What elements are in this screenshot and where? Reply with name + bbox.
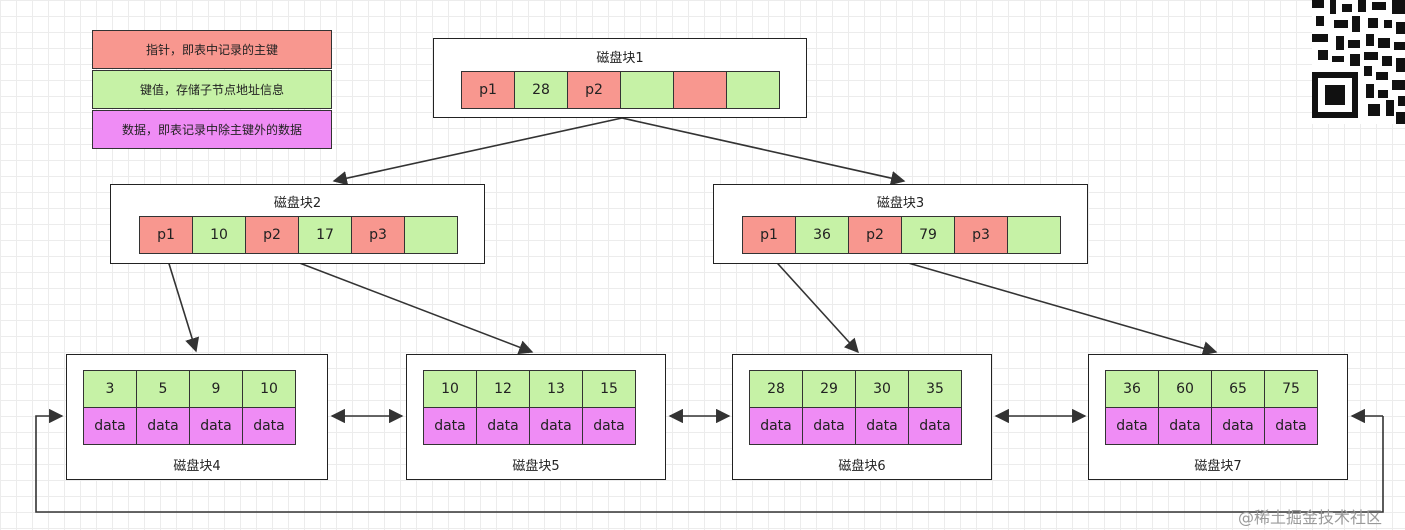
arrow-b3-to-b7	[876, 253, 1218, 356]
b6-key-3: 30	[855, 370, 909, 408]
disk-block-3: 磁盘块3 p1 36 p2 79 p3	[713, 184, 1088, 264]
b3-key-1: 36	[795, 216, 849, 254]
b3-pointer-3: p3	[954, 216, 1008, 254]
disk-block-6: 28 29 30 35 data data data data 磁盘块6	[732, 354, 992, 480]
b7-key-4: 75	[1264, 370, 1318, 408]
arrow-b2-to-b4	[165, 253, 200, 353]
b7-data-1: data	[1105, 407, 1159, 445]
b7-data-3: data	[1211, 407, 1265, 445]
legend-key-text: 键值，存储子节点地址信息	[139, 83, 284, 97]
disk-block-7-title: 磁盘块7	[1194, 459, 1242, 474]
b3-pointer-1: p1	[742, 216, 796, 254]
b4-key-4: 10	[242, 370, 296, 408]
b7-key-3: 65	[1211, 370, 1265, 408]
disk-block-7: 36 60 65 75 data data data data 磁盘块7	[1088, 354, 1348, 480]
b2-key-2: 17	[298, 216, 352, 254]
b2-pointer-2: p2	[245, 216, 299, 254]
b5-data-2: data	[476, 407, 530, 445]
b4-data-4: data	[242, 407, 296, 445]
b7-key-1: 36	[1105, 370, 1159, 408]
disk-block-3-title: 磁盘块3	[876, 196, 925, 211]
b1-pointer-3	[673, 71, 727, 109]
b4-key-2: 5	[136, 370, 190, 408]
b1-pointer-2: p2	[567, 71, 621, 109]
b6-data-3: data	[855, 407, 909, 445]
disk-block-4-title: 磁盘块4	[173, 459, 221, 474]
b4-key-3: 9	[189, 370, 243, 408]
b6-key-2: 29	[802, 370, 856, 408]
arrow-b1-to-b2	[332, 117, 623, 186]
disk-block-4: 3 5 9 10 data data data data 磁盘块4	[66, 354, 328, 480]
disk-block-5-data: data data data data	[423, 407, 636, 445]
legend-key: 键值，存储子节点地址信息	[92, 70, 332, 109]
b5-key-1: 10	[423, 370, 477, 408]
b6-key-4: 35	[908, 370, 962, 408]
b7-data-4: data	[1264, 407, 1318, 445]
disk-block-5-title: 磁盘块5	[512, 459, 560, 474]
legend-data: 数据，即表记录中除主键外的数据	[92, 110, 332, 149]
b6-data-2: data	[802, 407, 856, 445]
b3-key-2: 79	[901, 216, 955, 254]
b2-key-1: 10	[192, 216, 246, 254]
b5-data-3: data	[529, 407, 583, 445]
disk-block-7-data: data data data data	[1105, 407, 1318, 445]
link-b7-to-b4-loop	[35, 408, 1384, 513]
b7-data-2: data	[1158, 407, 1212, 445]
b5-data-1: data	[423, 407, 477, 445]
b2-pointer-3: p3	[351, 216, 405, 254]
disk-block-4-data: data data data data	[83, 407, 296, 445]
qr-code-icon	[1312, 0, 1405, 124]
legend-data-text: 数据，即表记录中除主键外的数据	[121, 123, 302, 137]
b4-data-1: data	[83, 407, 137, 445]
disk-block-5: 10 12 13 15 data data data data 磁盘块5	[406, 354, 666, 480]
disk-block-4-keys: 3 5 9 10	[83, 370, 296, 408]
b5-key-4: 15	[582, 370, 636, 408]
b4-data-2: data	[136, 407, 190, 445]
disk-block-2: 磁盘块2 p1 10 p2 17 p3	[110, 184, 485, 264]
b1-key-2	[620, 71, 674, 109]
b1-pointer-1: p1	[461, 71, 515, 109]
legend-pointer: 指针，即表中记录的主键	[92, 30, 332, 69]
b5-data-4: data	[582, 407, 636, 445]
b4-key-1: 3	[83, 370, 137, 408]
b3-pointer-2: p2	[848, 216, 902, 254]
b5-key-3: 13	[529, 370, 583, 408]
disk-block-7-keys: 36 60 65 75	[1105, 370, 1318, 408]
disk-block-6-keys: 28 29 30 35	[749, 370, 962, 408]
disk-block-1: 磁盘块1 p1 28 p2	[433, 38, 807, 118]
b4-data-3: data	[189, 407, 243, 445]
disk-block-6-data: data data data data	[749, 407, 962, 445]
b6-data-4: data	[908, 407, 962, 445]
disk-block-1-cells: p1 28 p2	[461, 71, 780, 109]
b2-pointer-1: p1	[139, 216, 193, 254]
b1-key-3	[726, 71, 780, 109]
arrow-b1-to-b3	[621, 117, 906, 186]
b1-key-1: 28	[514, 71, 568, 109]
b6-data-1: data	[749, 407, 803, 445]
disk-block-6-title: 磁盘块6	[838, 459, 886, 474]
pointer-arrows	[35, 117, 1384, 513]
legend-pointer-text: 指针，即表中记录的主键	[145, 43, 278, 57]
b2-key-3	[404, 216, 458, 254]
arrow-b2-to-b5	[275, 253, 534, 355]
disk-block-2-title: 磁盘块2	[273, 196, 322, 211]
watermark: @稀土掘金技术社区	[1238, 508, 1383, 527]
b5-key-2: 12	[476, 370, 530, 408]
arrow-b3-to-b6	[768, 253, 859, 354]
b3-key-3	[1007, 216, 1061, 254]
disk-block-1-title: 磁盘块1	[596, 51, 644, 66]
disk-block-3-cells: p1 36 p2 79 p3	[742, 216, 1061, 254]
disk-block-2-cells: p1 10 p2 17 p3	[139, 216, 458, 254]
disk-block-5-keys: 10 12 13 15	[423, 370, 636, 408]
b6-key-1: 28	[749, 370, 803, 408]
b7-key-2: 60	[1158, 370, 1212, 408]
